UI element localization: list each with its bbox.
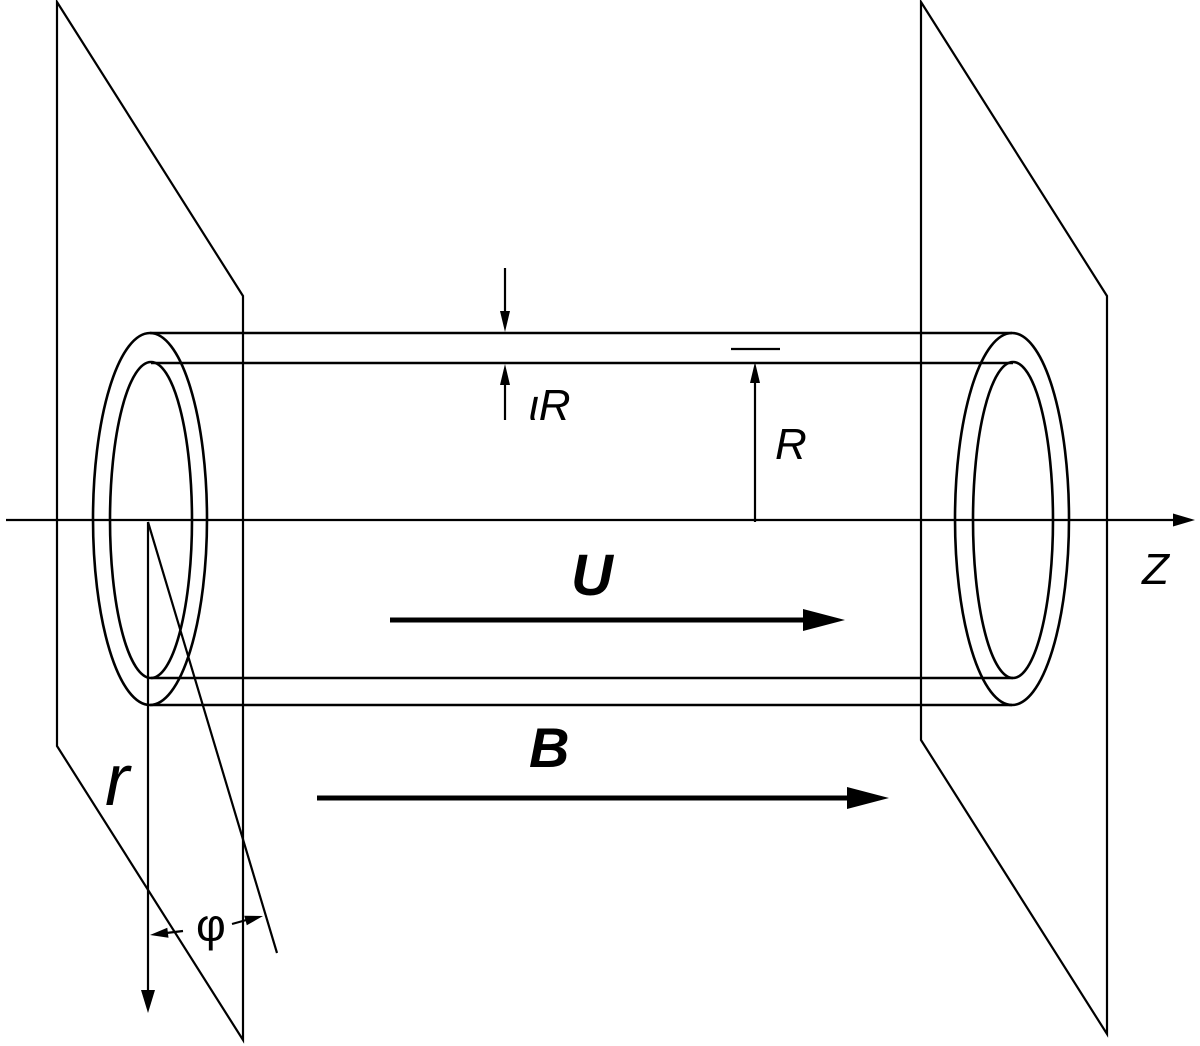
wall-thickness-label: ιR xyxy=(529,381,571,430)
angle-left-arrowhead-icon xyxy=(150,927,169,938)
left-plane-outline xyxy=(55,0,245,1044)
field-label: B xyxy=(529,716,569,779)
wall-thickness-up-arrowhead-icon xyxy=(500,364,510,385)
z-axis-label: Z xyxy=(1141,545,1171,594)
rotated-radius-line xyxy=(146,521,279,954)
radius-dimension: R xyxy=(731,347,807,522)
left-cross-section-plane xyxy=(55,0,245,1044)
right-outer-ellipse xyxy=(953,331,1071,707)
radius-up-arrowhead-icon xyxy=(750,362,760,383)
cylindrical-tube xyxy=(91,331,1071,707)
right-plane-outline xyxy=(919,0,1109,1038)
velocity-arrowhead-icon xyxy=(803,609,845,631)
wall-thickness-down-arrowhead-icon xyxy=(500,311,510,332)
radius-label: R xyxy=(775,420,807,469)
radial-coordinate-axis: r xyxy=(105,522,155,1013)
radial-coordinate-label: r xyxy=(105,740,132,821)
radial-axis-arrowhead-icon xyxy=(141,990,155,1013)
wall-thickness-dimension: ιR xyxy=(500,268,571,430)
velocity-label: U xyxy=(571,543,615,608)
right-inner-ellipse xyxy=(971,360,1055,680)
azimuthal-angle-label: φ xyxy=(196,899,226,951)
angle-right-arrowhead-icon xyxy=(244,915,263,926)
z-axis-arrowhead-icon xyxy=(1173,513,1195,527)
magnetic-field-vector: B xyxy=(317,716,889,809)
left-inner-ellipse xyxy=(108,360,194,680)
right-cross-section-plane xyxy=(919,0,1109,1038)
field-arrowhead-icon xyxy=(847,787,889,809)
flow-velocity-vector: U xyxy=(390,543,845,631)
left-outer-ellipse xyxy=(91,331,209,707)
z-axis: Z xyxy=(6,513,1195,594)
azimuthal-angle-construction: φ xyxy=(146,521,279,954)
